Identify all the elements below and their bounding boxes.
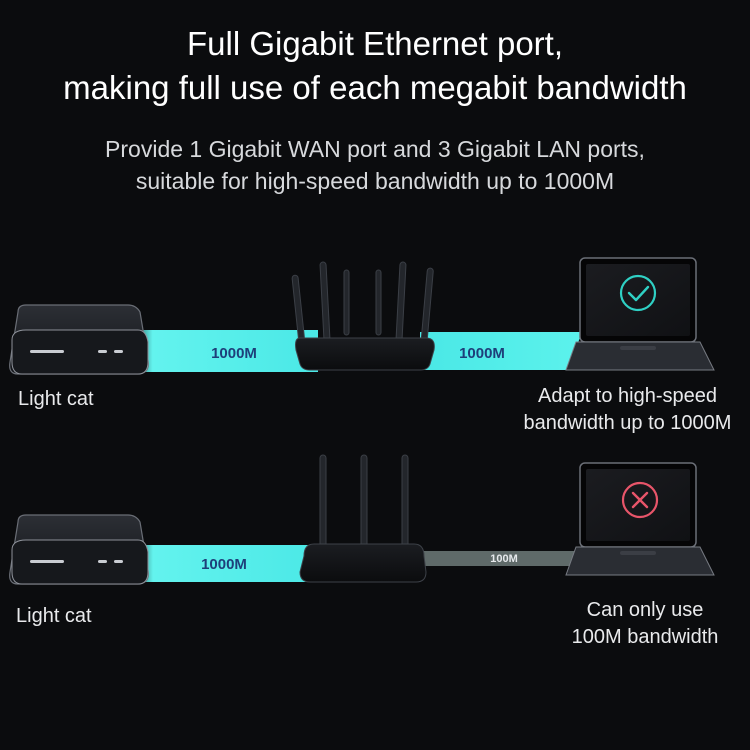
laptop-caption-line-1: Can only use	[586, 599, 704, 621]
scenario-100m: 1000M 100M	[9, 454, 715, 585]
wan-speed-label: 1000M	[211, 345, 257, 362]
laptop-caption-line-2: bandwidth up to 1000M	[523, 412, 732, 434]
optical-modem-icon	[9, 304, 149, 375]
laptop-icon	[565, 257, 715, 371]
optical-modem-icon	[9, 514, 149, 585]
laptop-caption-line-1: Adapt to high-speed	[537, 385, 718, 407]
laptop-caption: Adapt to high-speed bandwidth up to 1000…	[505, 383, 750, 437]
subtitle-line-2: suitable for high-speed bandwidth up to …	[135, 168, 615, 194]
lan-link-beam	[420, 332, 582, 370]
lan-speed-label: 100M	[490, 553, 518, 565]
modem-caption: Light cat	[18, 388, 94, 410]
page-title: Full Gigabit Ethernet port, making full …	[0, 22, 750, 110]
router-six-antenna-icon	[291, 261, 435, 371]
page-subtitle: Provide 1 Gigabit WAN port and 3 Gigabit…	[0, 133, 750, 197]
modem-caption: Light cat	[16, 605, 92, 627]
slow-lan-link-beam	[420, 551, 578, 566]
check-circle-icon	[619, 274, 657, 312]
title-line-2: making full use of each megabit bandwidt…	[63, 69, 687, 106]
laptop-caption: Can only use 100M bandwidth	[540, 597, 750, 651]
title-line-1: Full Gigabit Ethernet port,	[186, 25, 564, 62]
wan-link-beam	[130, 545, 322, 582]
router-three-antenna-icon	[299, 454, 427, 583]
wan-link-beam	[130, 330, 318, 372]
scenario-gigabit: 1000M 1000M	[9, 257, 715, 375]
subtitle-line-1: Provide 1 Gigabit WAN port and 3 Gigabit…	[105, 136, 645, 162]
wan-speed-label: 1000M	[201, 556, 247, 573]
lan-speed-label: 1000M	[459, 345, 505, 362]
laptop-caption-line-2: 100M bandwidth	[571, 626, 719, 648]
x-circle-icon	[621, 481, 659, 519]
laptop-icon	[565, 462, 715, 576]
